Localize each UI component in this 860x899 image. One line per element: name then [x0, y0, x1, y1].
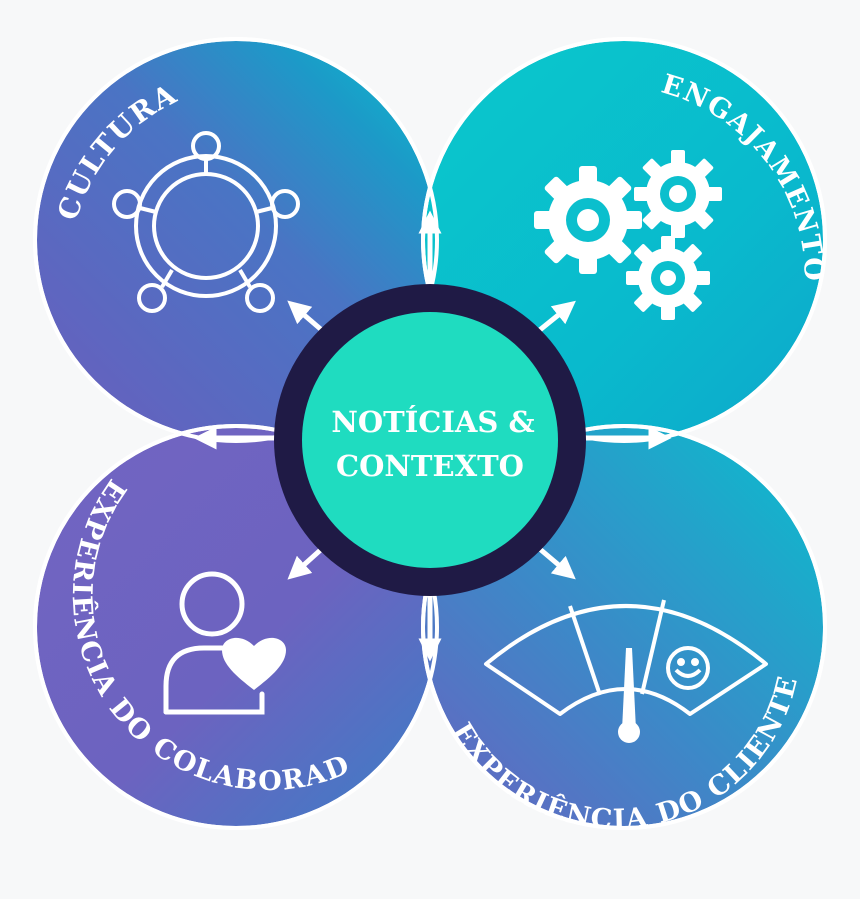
center-label-line1: NOTÍCIAS &	[331, 404, 534, 439]
center-label-line2: CONTEXTO	[336, 449, 524, 483]
center-node: NOTÍCIAS & CONTEXTO	[274, 284, 586, 596]
person-heart-icon	[163, 571, 286, 715]
satisfaction-gauge-icon	[484, 599, 768, 743]
circle-outlines	[33, 37, 827, 830]
gears-icon	[534, 150, 722, 320]
team-circle-icon	[112, 131, 300, 313]
